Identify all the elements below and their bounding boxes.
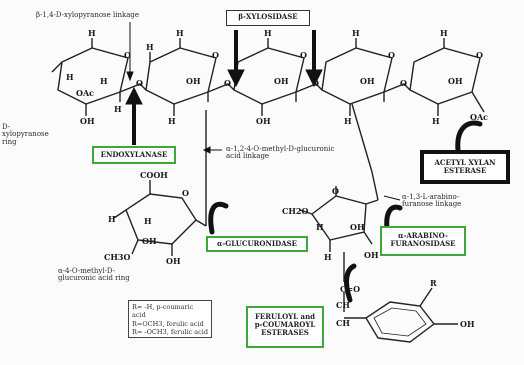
- atom-o: O: [224, 78, 231, 88]
- link-1-2: [119, 83, 147, 93]
- enzyme-arabino-line1: α-ARABINO-: [398, 231, 448, 240]
- enzyme-arabinofuranosidase: α-ARABINO- FURANOSIDASE: [380, 226, 466, 256]
- glucuronic-ring: [125, 193, 197, 245]
- enzyme-feruloyl-line3: ESTERASES: [261, 328, 309, 338]
- legend-line-1: R= -H, p-coumaric acid: [132, 303, 194, 320]
- atom-h: H: [176, 28, 184, 38]
- enzyme-feruloyl-esterases: FERULOYL and p-COUMAROYL ESTERASES: [246, 306, 324, 348]
- link-2-3: [207, 83, 235, 93]
- xylose-ring-4: [321, 47, 393, 105]
- legend-line-2: R=OCH3, ferulic acid: [132, 319, 204, 328]
- xylose-ring-5: [409, 47, 481, 105]
- atom-oh: OH: [350, 222, 365, 232]
- atom-ch2o: CH2O: [282, 206, 309, 216]
- label-glucuronic-ring: α-4-O-methyl-D-glucuronic acid ring: [58, 267, 130, 283]
- enzyme-feruloyl-line1: FERULOYL and: [254, 312, 316, 321]
- legend-line-3: R= -OCH3, ferulic acid: [132, 328, 209, 337]
- atom-o: O: [182, 188, 189, 198]
- atom-o: O: [388, 50, 395, 60]
- acetyl-arrow: [455, 120, 483, 153]
- link-3-4: [295, 83, 323, 93]
- enzyme-glucuronidase: α-GLUCURONIDASE: [206, 236, 308, 252]
- label-xylopyranose-ring: D-xylopyranose ring: [2, 123, 49, 146]
- link-4-5: [383, 83, 411, 93]
- atom-oh: OH: [80, 116, 95, 126]
- atom-o: O: [212, 50, 219, 60]
- backbone-rings: [51, 38, 485, 343]
- atom-oac: OAc: [470, 112, 489, 122]
- enzyme-acetyl-line1: ACETYL XYLAN: [434, 158, 496, 167]
- label-b14-linkage: β-1,4-D-xylopyranose linkage: [36, 11, 140, 19]
- atom-ch3o: CH3O: [104, 252, 131, 262]
- atom-h: H: [432, 116, 440, 126]
- atom-oac: OAc: [76, 88, 95, 98]
- atom-o: O: [124, 50, 131, 60]
- atom-oh: OH: [360, 76, 375, 86]
- atom-h: H: [146, 42, 154, 52]
- atom-oh: OH: [256, 116, 271, 126]
- atom-h: H: [316, 222, 324, 232]
- atom-oh: OH: [364, 250, 379, 260]
- atom-h: H: [352, 28, 360, 38]
- atom-oh: OH: [166, 256, 181, 266]
- label-arabino-linkage: α-1,3-L-arabino-furanose linkage: [402, 193, 462, 209]
- atom-ch: CH: [336, 318, 350, 328]
- enzyme-glucuronidase-label: α-GLUCURONIDASE: [216, 239, 298, 248]
- enzyme-b-xylosidase-label: β-XYLOSIDASE: [238, 12, 298, 21]
- atom-cooh: COOH: [140, 170, 168, 180]
- atom-o: O: [476, 50, 483, 60]
- enzyme-acetyl-line2: ESTERASE: [443, 166, 487, 176]
- atom-oh: OH: [142, 236, 157, 246]
- atom-o: O: [332, 186, 339, 196]
- r-group-legend: R= -H, p-coumaric acid R=OCH3, ferulic a…: [128, 300, 212, 338]
- atom-oh: OH: [186, 76, 201, 86]
- atom-h: H: [88, 28, 96, 38]
- enzyme-b-xylosidase: β-XYLOSIDASE: [226, 10, 310, 26]
- atom-h: H: [114, 104, 122, 114]
- atom-h: H: [144, 216, 152, 226]
- atom-h: H: [440, 28, 448, 38]
- glucuronidase-arrow: [208, 201, 229, 235]
- atom-h: H: [108, 214, 116, 224]
- atom-o: O: [312, 78, 319, 88]
- xylose-ring-2: [145, 47, 217, 105]
- atom-oh: OH: [460, 319, 475, 329]
- cleavage-arrows: [125, 22, 401, 201]
- enzyme-arabino-line2: FURANOSIDASE: [390, 239, 456, 249]
- feruloyl-arrow: [344, 263, 357, 303]
- atom-r: R: [430, 278, 437, 288]
- enzyme-endoxylanase: ENDOXYLANASE: [92, 146, 176, 164]
- arabinose-ring: [311, 195, 367, 241]
- atom-o: O: [300, 50, 307, 60]
- atom-oh: OH: [448, 76, 463, 86]
- atom-h: H: [344, 116, 352, 126]
- atom-o: O: [400, 78, 407, 88]
- atom-h: H: [264, 28, 272, 38]
- atom-h: H: [66, 72, 74, 82]
- atom-co: C=O: [340, 284, 361, 294]
- atom-h: H: [324, 252, 332, 262]
- atom-h: H: [100, 76, 108, 86]
- label-glucuronic-linkage: α-1,2-4-O-methyl-D-glucuronic acid linka…: [226, 145, 335, 161]
- enzyme-feruloyl-line2: p-COUMAROYL: [254, 320, 316, 330]
- atom-o: O: [136, 78, 143, 88]
- atom-ch: CH: [336, 300, 350, 310]
- enzyme-acetyl-xylan-esterase: ACETYL XYLAN ESTERASE: [420, 150, 510, 184]
- xylose-ring-3: [233, 47, 305, 105]
- atom-h: H: [168, 116, 176, 126]
- enzyme-endoxylanase-label: ENDOXYLANASE: [100, 150, 168, 159]
- atom-oh: OH: [274, 76, 289, 86]
